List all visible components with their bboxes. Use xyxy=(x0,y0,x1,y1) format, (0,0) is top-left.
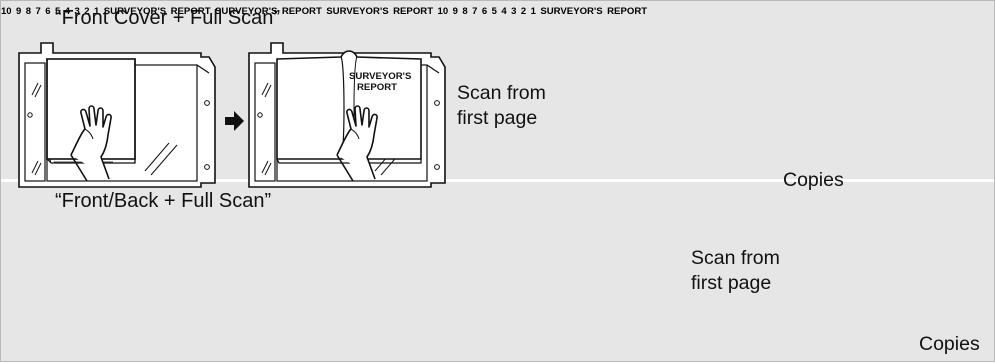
row1-right-arrow-icon xyxy=(225,111,244,131)
row1-scanner-1 xyxy=(19,43,215,187)
row1-scan-note-line1: Scan from xyxy=(457,81,546,106)
row1-scanner-2: SURVEYOR'S REPORT xyxy=(249,43,445,187)
row2-scan-note-line1: Scan from xyxy=(691,246,780,271)
row1-book-title-1: SURVEYOR'S xyxy=(349,71,412,82)
row1-copies-label: Copies xyxy=(783,169,844,192)
row2-scan-note: Scan from first page xyxy=(691,246,780,296)
row1-book-title-2: REPORT xyxy=(357,82,397,93)
row2-scan-note-line2: first page xyxy=(691,271,780,296)
row1-scan-note: Scan from first page xyxy=(457,81,546,131)
row1-scan-note-line2: first page xyxy=(457,106,546,131)
row2-copies-label: Copies xyxy=(919,333,980,356)
